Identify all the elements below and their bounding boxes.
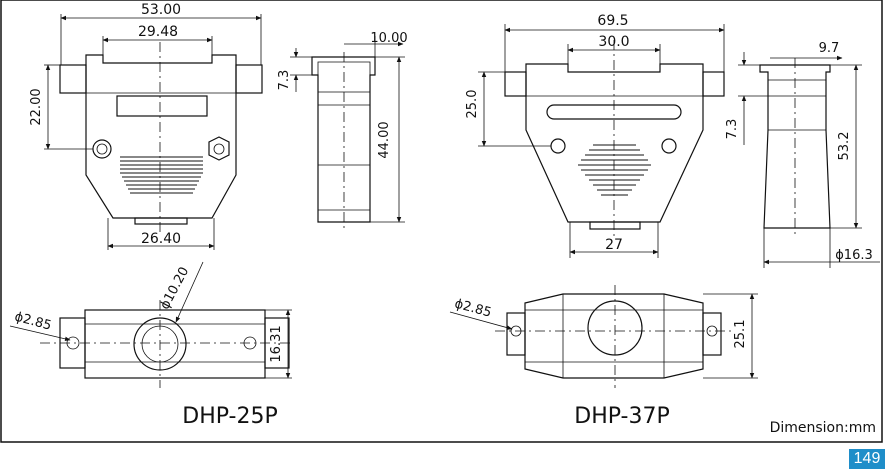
dim-9-7: 9.7 (819, 41, 840, 56)
dim-22: 22.00 (29, 88, 44, 125)
dhp25p-plan-view: ϕ10.20 ϕ2.85 16.31 (9, 261, 292, 388)
unit-note: Dimension:mm (770, 420, 876, 436)
sheet-frame (0, 0, 883, 443)
dhp25p-front-view: 53.00 29.48 22.00 26.40 (29, 2, 263, 250)
screw-hole-37-right (661, 138, 677, 154)
screw-hole-left (92, 139, 112, 159)
dhp37p-front-view: 69.5 30.0 25.0 27 (465, 13, 725, 258)
page-number-badge: 149 (849, 449, 885, 469)
dim-7-3-right: 7.3 (725, 119, 740, 140)
dim-29-48: 29.48 (138, 24, 178, 40)
dim-44: 44.00 (377, 121, 392, 158)
dim-30: 30.0 (598, 34, 629, 50)
dim-7-3-left: 7.3 (277, 70, 292, 91)
dim-hole-left: ϕ2.85 (13, 310, 53, 334)
dim-53-2: 53.2 (837, 132, 852, 161)
dim-boss-dia: ϕ10.20 (158, 265, 193, 312)
dhp25p-side-view: 10.00 7.3 44.00 (277, 31, 408, 230)
dhp37p-plan-view: ϕ2.85 25.1 (449, 285, 758, 388)
grip-ridges-37 (578, 144, 651, 196)
grip-ridges (120, 156, 203, 194)
dim-25-1: 25.1 (733, 320, 748, 349)
dim-27: 27 (605, 237, 623, 253)
dim-25: 25.0 (465, 90, 480, 119)
dim-53: 53.00 (141, 2, 181, 18)
dim-hole-right: ϕ2.85 (453, 297, 493, 321)
model-label-dhp25p: DHP-25P (182, 404, 277, 429)
screw-hole-37-left (550, 138, 566, 154)
hex-nut-right (208, 136, 230, 161)
dim-26-40: 26.40 (141, 231, 181, 247)
model-label-dhp37p: DHP-37P (574, 404, 669, 429)
dim-16-31: 16.31 (269, 325, 284, 362)
dim-10: 10.00 (370, 31, 407, 46)
dim-16-3: ϕ16.3 (835, 248, 873, 263)
dhp37p-side-view: 9.7 7.3 53.2 ϕ16.3 (725, 41, 880, 268)
dim-69-5: 69.5 (597, 13, 628, 29)
